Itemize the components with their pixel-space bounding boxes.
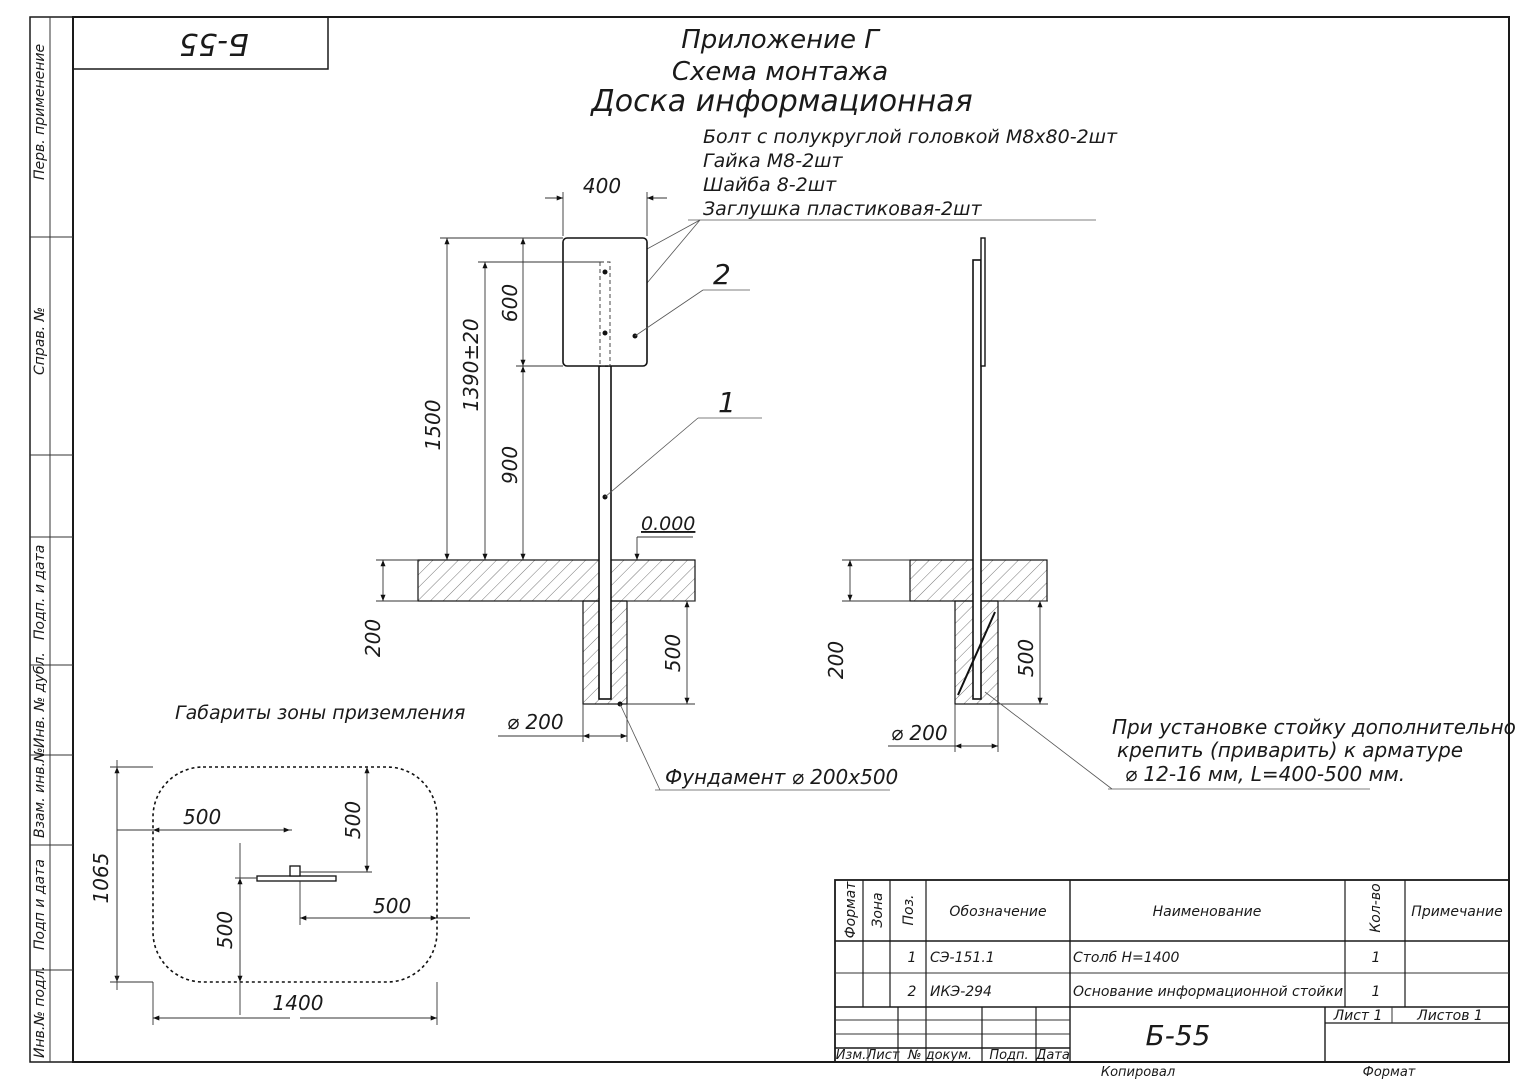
hardware-washer: Шайба 8-2шт bbox=[703, 174, 837, 196]
spec-header-pos: Поз. bbox=[901, 895, 917, 926]
dim-slab-front: 200 bbox=[361, 619, 385, 657]
footer-copied: Копировал bbox=[1101, 1065, 1175, 1080]
grounding-title: Габариты зоны приземления bbox=[175, 702, 465, 724]
spec-header-qty: Кол-во bbox=[1368, 883, 1384, 932]
title-board: Доска информационная bbox=[589, 84, 972, 119]
grounding-dim-right: 500 bbox=[373, 894, 411, 918]
spec-header-name: Наименование bbox=[1153, 904, 1262, 920]
dim-full-height: 1500 bbox=[421, 400, 445, 451]
spec-header-designation: Обозначение bbox=[949, 904, 1046, 920]
hardware-nut: Гайка М8-2шт bbox=[703, 150, 844, 172]
spec-table: Формат Зона Поз. Обозначение Наименовани… bbox=[834, 879, 1510, 1063]
position-2: 2 bbox=[713, 258, 731, 291]
stamp-ndoc: № докум. bbox=[907, 1048, 972, 1063]
dim-depth-side: 500 bbox=[1014, 639, 1038, 677]
side-label-first-use: Перв. применение bbox=[32, 44, 48, 180]
spec-row1-qty: 1 bbox=[1372, 950, 1381, 966]
spec-row1-designation: СЭ-151.1 bbox=[930, 950, 995, 966]
grounding-post bbox=[289, 865, 301, 877]
position-1: 1 bbox=[718, 386, 736, 419]
title-scheme: Схема монтажа bbox=[672, 57, 888, 87]
dim-lower-height: 900 bbox=[498, 446, 522, 484]
stamp-sheets: Листов 1 bbox=[1416, 1008, 1483, 1024]
dim-slab-side: 200 bbox=[824, 641, 848, 679]
front-post bbox=[598, 365, 612, 700]
front-slab bbox=[417, 559, 696, 602]
dim-total-height: 1390±20 bbox=[459, 318, 483, 411]
side-label-sign-date-2: Подп и дата bbox=[32, 859, 48, 950]
footer-format: Формат bbox=[1363, 1065, 1416, 1080]
grounding-dim-width: 1400 bbox=[273, 991, 324, 1015]
level-zero: 0.000 bbox=[641, 513, 695, 535]
dim-dia-side: ⌀ 200 bbox=[891, 721, 948, 745]
side-board bbox=[980, 237, 986, 367]
stamp-izm: Изм. bbox=[836, 1048, 867, 1063]
dim-depth-front: 500 bbox=[661, 634, 685, 672]
weld-note-line2: крепить (приварить) к арматуре bbox=[1117, 738, 1463, 762]
side-post bbox=[972, 259, 982, 700]
spec-row1-pos: 1 bbox=[908, 950, 917, 966]
hardware-plug: Заглушка пластиковая-2шт bbox=[703, 198, 983, 220]
grounding-plate bbox=[256, 875, 337, 882]
side-view: 200 500 ⌀ 200 При установке стойку допол… bbox=[824, 237, 1516, 790]
spec-row2-designation: ИКЭ-294 bbox=[930, 984, 992, 1000]
grounding-outline bbox=[152, 766, 438, 983]
hardware-list: Болт с полукруглой головкой М8х80-2шт Га… bbox=[604, 126, 1118, 334]
foundation-label: Фундамент ⌀ 200х500 bbox=[665, 765, 898, 789]
stamp: Изм. Лист № докум. Подп. Дата Б-55 Лист … bbox=[835, 1007, 1509, 1063]
grounding-dim-top-v: 500 bbox=[341, 801, 365, 839]
side-label-sign-date-1: Подп. и дата bbox=[32, 545, 48, 640]
spec-row1-name: Столб Н=1400 bbox=[1073, 950, 1180, 966]
grounding-dim-height: 1065 bbox=[89, 853, 113, 904]
sheet-code-rotated: Б-55 bbox=[179, 26, 249, 61]
spec-header-format: Формат bbox=[843, 881, 859, 939]
front-board bbox=[562, 237, 648, 367]
spec-row2-qty: 1 bbox=[1372, 984, 1381, 1000]
dim-dia-front: ⌀ 200 bbox=[507, 710, 564, 734]
weld-note-line1: При установке стойку дополнительно bbox=[1112, 715, 1516, 739]
dim-board-width: 400 bbox=[583, 174, 621, 198]
stamp-data: Дата bbox=[1035, 1048, 1070, 1063]
side-label-repl-inv: Взам. инв.№ bbox=[32, 747, 48, 838]
stamp-code: Б-55 bbox=[1146, 1019, 1211, 1052]
weld-note-line3: ⌀ 12-16 мм, L=400-500 мм. bbox=[1125, 762, 1405, 786]
spec-row2-name: Основание информационной стойки bbox=[1073, 984, 1343, 1000]
stamp-list: Лист bbox=[866, 1048, 900, 1063]
side-label-dup-inv: Инв. № дубл. bbox=[32, 652, 48, 748]
title-appendix: Приложение Г bbox=[681, 25, 881, 55]
grounding-dim-left-v: 500 bbox=[213, 911, 237, 949]
side-label-ref-no: Справ. № bbox=[32, 307, 48, 375]
spec-row2-pos: 2 bbox=[908, 984, 917, 1000]
dim-board-height: 600 bbox=[498, 284, 522, 322]
grounding-dim-top: 500 bbox=[183, 805, 221, 829]
stamp-sheet: Лист 1 bbox=[1333, 1008, 1383, 1024]
front-view: 400 1500 1390±20 600 900 200 500 ⌀ 200 bbox=[361, 174, 898, 791]
title-block-heading: Приложение Г Схема монтажа Доска информа… bbox=[589, 25, 972, 119]
spec-header-note: Примечание bbox=[1411, 904, 1502, 920]
side-label-orig-inv: Инв.№ подл. bbox=[32, 966, 48, 1058]
grounding-zone: Габариты зоны приземления 500 500 500 50… bbox=[89, 702, 470, 1025]
side-labels: Перв. применение Справ. № Подп. и дата И… bbox=[32, 44, 48, 1058]
sheet-frame bbox=[29, 16, 1510, 1063]
hardware-bolt: Болт с полукруглой головкой М8х80-2шт bbox=[703, 126, 1118, 148]
spec-header-zone: Зона bbox=[870, 892, 886, 927]
stamp-podp: Подп. bbox=[989, 1048, 1028, 1063]
